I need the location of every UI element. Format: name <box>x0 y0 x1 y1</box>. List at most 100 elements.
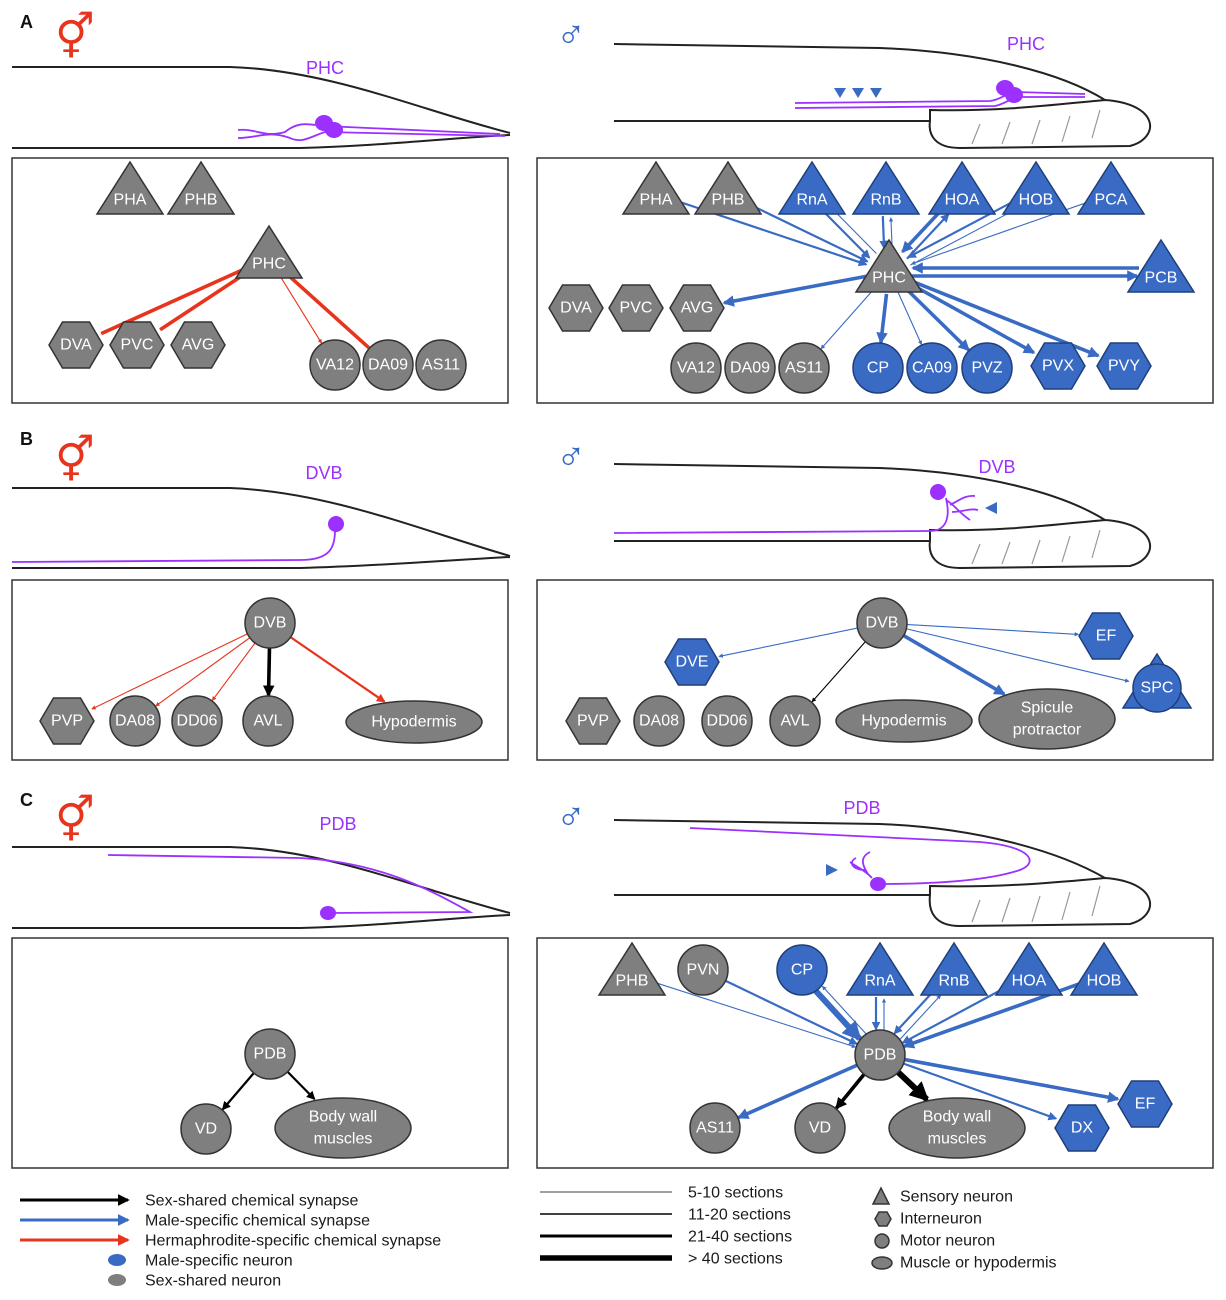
synapse-edge-19 <box>876 293 889 345</box>
neuron-label-herm-c: PDB <box>319 814 356 834</box>
node-label-am_hob: HOB <box>1019 192 1054 209</box>
synapse-edge-28 <box>288 635 386 703</box>
node-cm_as11: AS11 <box>689 1102 741 1154</box>
node-label-bh_pvp: PVP <box>51 713 83 730</box>
legend-width-11-20: 11-20 sections <box>688 1207 791 1224</box>
synapse-edge-18 <box>820 288 875 350</box>
node-am_rnb: RnB <box>851 160 921 215</box>
node-label-ah_phb: PHB <box>185 192 218 209</box>
node-label-am_pvx: PVX <box>1042 358 1074 375</box>
node-bh_hyp: Hypodermis <box>345 700 483 744</box>
node-label-am_avg: AVG <box>681 300 714 317</box>
node-cm_rna: RnA <box>845 941 915 996</box>
node-am_cp: CP <box>852 342 904 394</box>
neuron-label-herm-b: DVB <box>305 463 342 483</box>
synapse-edge-47 <box>835 1072 867 1110</box>
node-label-am_pvy: PVY <box>1108 358 1140 375</box>
synapse-edge-6 <box>823 211 871 259</box>
herm-symbol-a: ⚥ <box>55 11 95 62</box>
synapse-edge-24 <box>91 632 249 710</box>
node-label-am_pvz: PVZ <box>971 360 1002 377</box>
synapse-edge-22 <box>907 281 1036 355</box>
node-label-am_pca: PCA <box>1095 192 1128 209</box>
node-label-cm_as11: AS11 <box>696 1120 734 1137</box>
node-label-bh_dvb: DVB <box>254 615 287 632</box>
legend-interneuron: Interneuron <box>900 1211 982 1228</box>
node-label-bm_dd06: DD06 <box>707 713 748 730</box>
node-label-cm_pvn: PVN <box>687 962 720 979</box>
node-label-bm_dve: DVE <box>676 654 709 671</box>
node-bh_dvb: DVB <box>244 597 296 649</box>
node-label-cm_bwm-1: muscles <box>928 1131 987 1148</box>
synapse-edge-46 <box>736 1062 860 1120</box>
box-c-herm <box>11 937 509 1169</box>
node-label-bm_dvb: DVB <box>866 615 899 632</box>
node-label-am_rna: RnA <box>796 192 827 209</box>
node-label-am_rnb: RnB <box>870 192 901 209</box>
node-label-cm_cp: CP <box>791 962 813 979</box>
node-bm_spc: SPC <box>1121 652 1193 713</box>
node-ah_phb: PHB <box>166 160 236 215</box>
node-label-cm_dx: DX <box>1071 1120 1094 1137</box>
node-label-ah_avg: AVG <box>182 337 215 354</box>
node-am_phc: PHC <box>854 238 924 293</box>
node-label-cm_bwm-0: Body wall <box>923 1109 991 1126</box>
box-a-male <box>536 157 1214 404</box>
node-bm_dd06: DD06 <box>701 695 753 747</box>
node-am_pha: PHA <box>621 160 691 215</box>
synapse-edge-13 <box>910 208 1018 266</box>
legend-width-40: > 40 sections <box>688 1251 783 1268</box>
node-label-am_phc: PHC <box>872 270 906 287</box>
synapse-edge-3 <box>284 271 371 350</box>
node-label-bm_spic-0: Spicule <box>1021 700 1074 717</box>
legend-sensory: Sensory neuron <box>900 1189 1013 1206</box>
node-am_rna: RnA <box>777 160 847 215</box>
neuron-label-male-a: PHC <box>1007 34 1045 54</box>
node-am_as11: AS11 <box>778 342 830 394</box>
synapse-edge-21 <box>903 286 970 352</box>
synapse-edge-20 <box>897 291 923 346</box>
legend-muscle: Muscle or hypodermis <box>900 1255 1057 1272</box>
male-symbol-b: ♂ <box>556 435 586 479</box>
synapse-edge-17 <box>722 274 868 307</box>
node-ch_vd: VD <box>180 1103 232 1155</box>
node-label-am_pcb: PCB <box>1145 270 1178 287</box>
node-cm_rnb: RnB <box>919 941 989 996</box>
box-b-male <box>536 579 1214 761</box>
node-label-bm_spc: SPC <box>1141 680 1174 697</box>
box-a-herm <box>11 157 509 404</box>
node-am_hob: HOB <box>1001 160 1071 215</box>
node-ah_as11: AS11 <box>415 339 467 391</box>
synapse-edge-49 <box>901 1062 1058 1121</box>
node-cm_phb: PHB <box>597 941 667 996</box>
node-ah_da09: DA09 <box>362 339 414 391</box>
node-bm_dve: DVE <box>664 638 720 686</box>
node-bm_dvb: DVB <box>856 597 908 649</box>
node-label-cm_rna: RnA <box>864 973 895 990</box>
legend-width-21-40: 21-40 sections <box>688 1229 792 1246</box>
box-c-male <box>536 937 1214 1169</box>
panel-a-letter: A <box>20 12 33 32</box>
node-bm_ef: EF <box>1078 612 1134 660</box>
male-symbol-c: ♂ <box>556 795 586 839</box>
node-am_pvx: PVX <box>1030 342 1086 390</box>
node-label-cm_vd: VD <box>809 1120 831 1137</box>
node-label-ch_vd: VD <box>195 1121 217 1138</box>
synapse-edge-48 <box>895 1069 929 1102</box>
node-label-bm_da08: DA08 <box>639 713 679 730</box>
node-label-bm_spic-1: protractor <box>1013 722 1082 739</box>
neuron-label-male-c: PDB <box>843 798 880 818</box>
node-bm_avl: AVL <box>769 695 821 747</box>
node-am_pvz: PVZ <box>961 342 1013 394</box>
node-label-am_as11: AS11 <box>785 360 823 377</box>
node-label-cm_hoa: HOA <box>1012 973 1047 990</box>
node-bh_pvp: PVP <box>39 697 95 745</box>
box-b-herm <box>11 579 509 761</box>
node-am_ca09: CA09 <box>906 342 958 394</box>
node-label-am_phb: PHB <box>712 192 745 209</box>
node-am_pvc: PVC <box>608 284 664 332</box>
node-label-ah_pvc: PVC <box>121 337 154 354</box>
synapse-edge-5 <box>747 202 869 263</box>
node-am_pvy: PVY <box>1096 342 1152 390</box>
